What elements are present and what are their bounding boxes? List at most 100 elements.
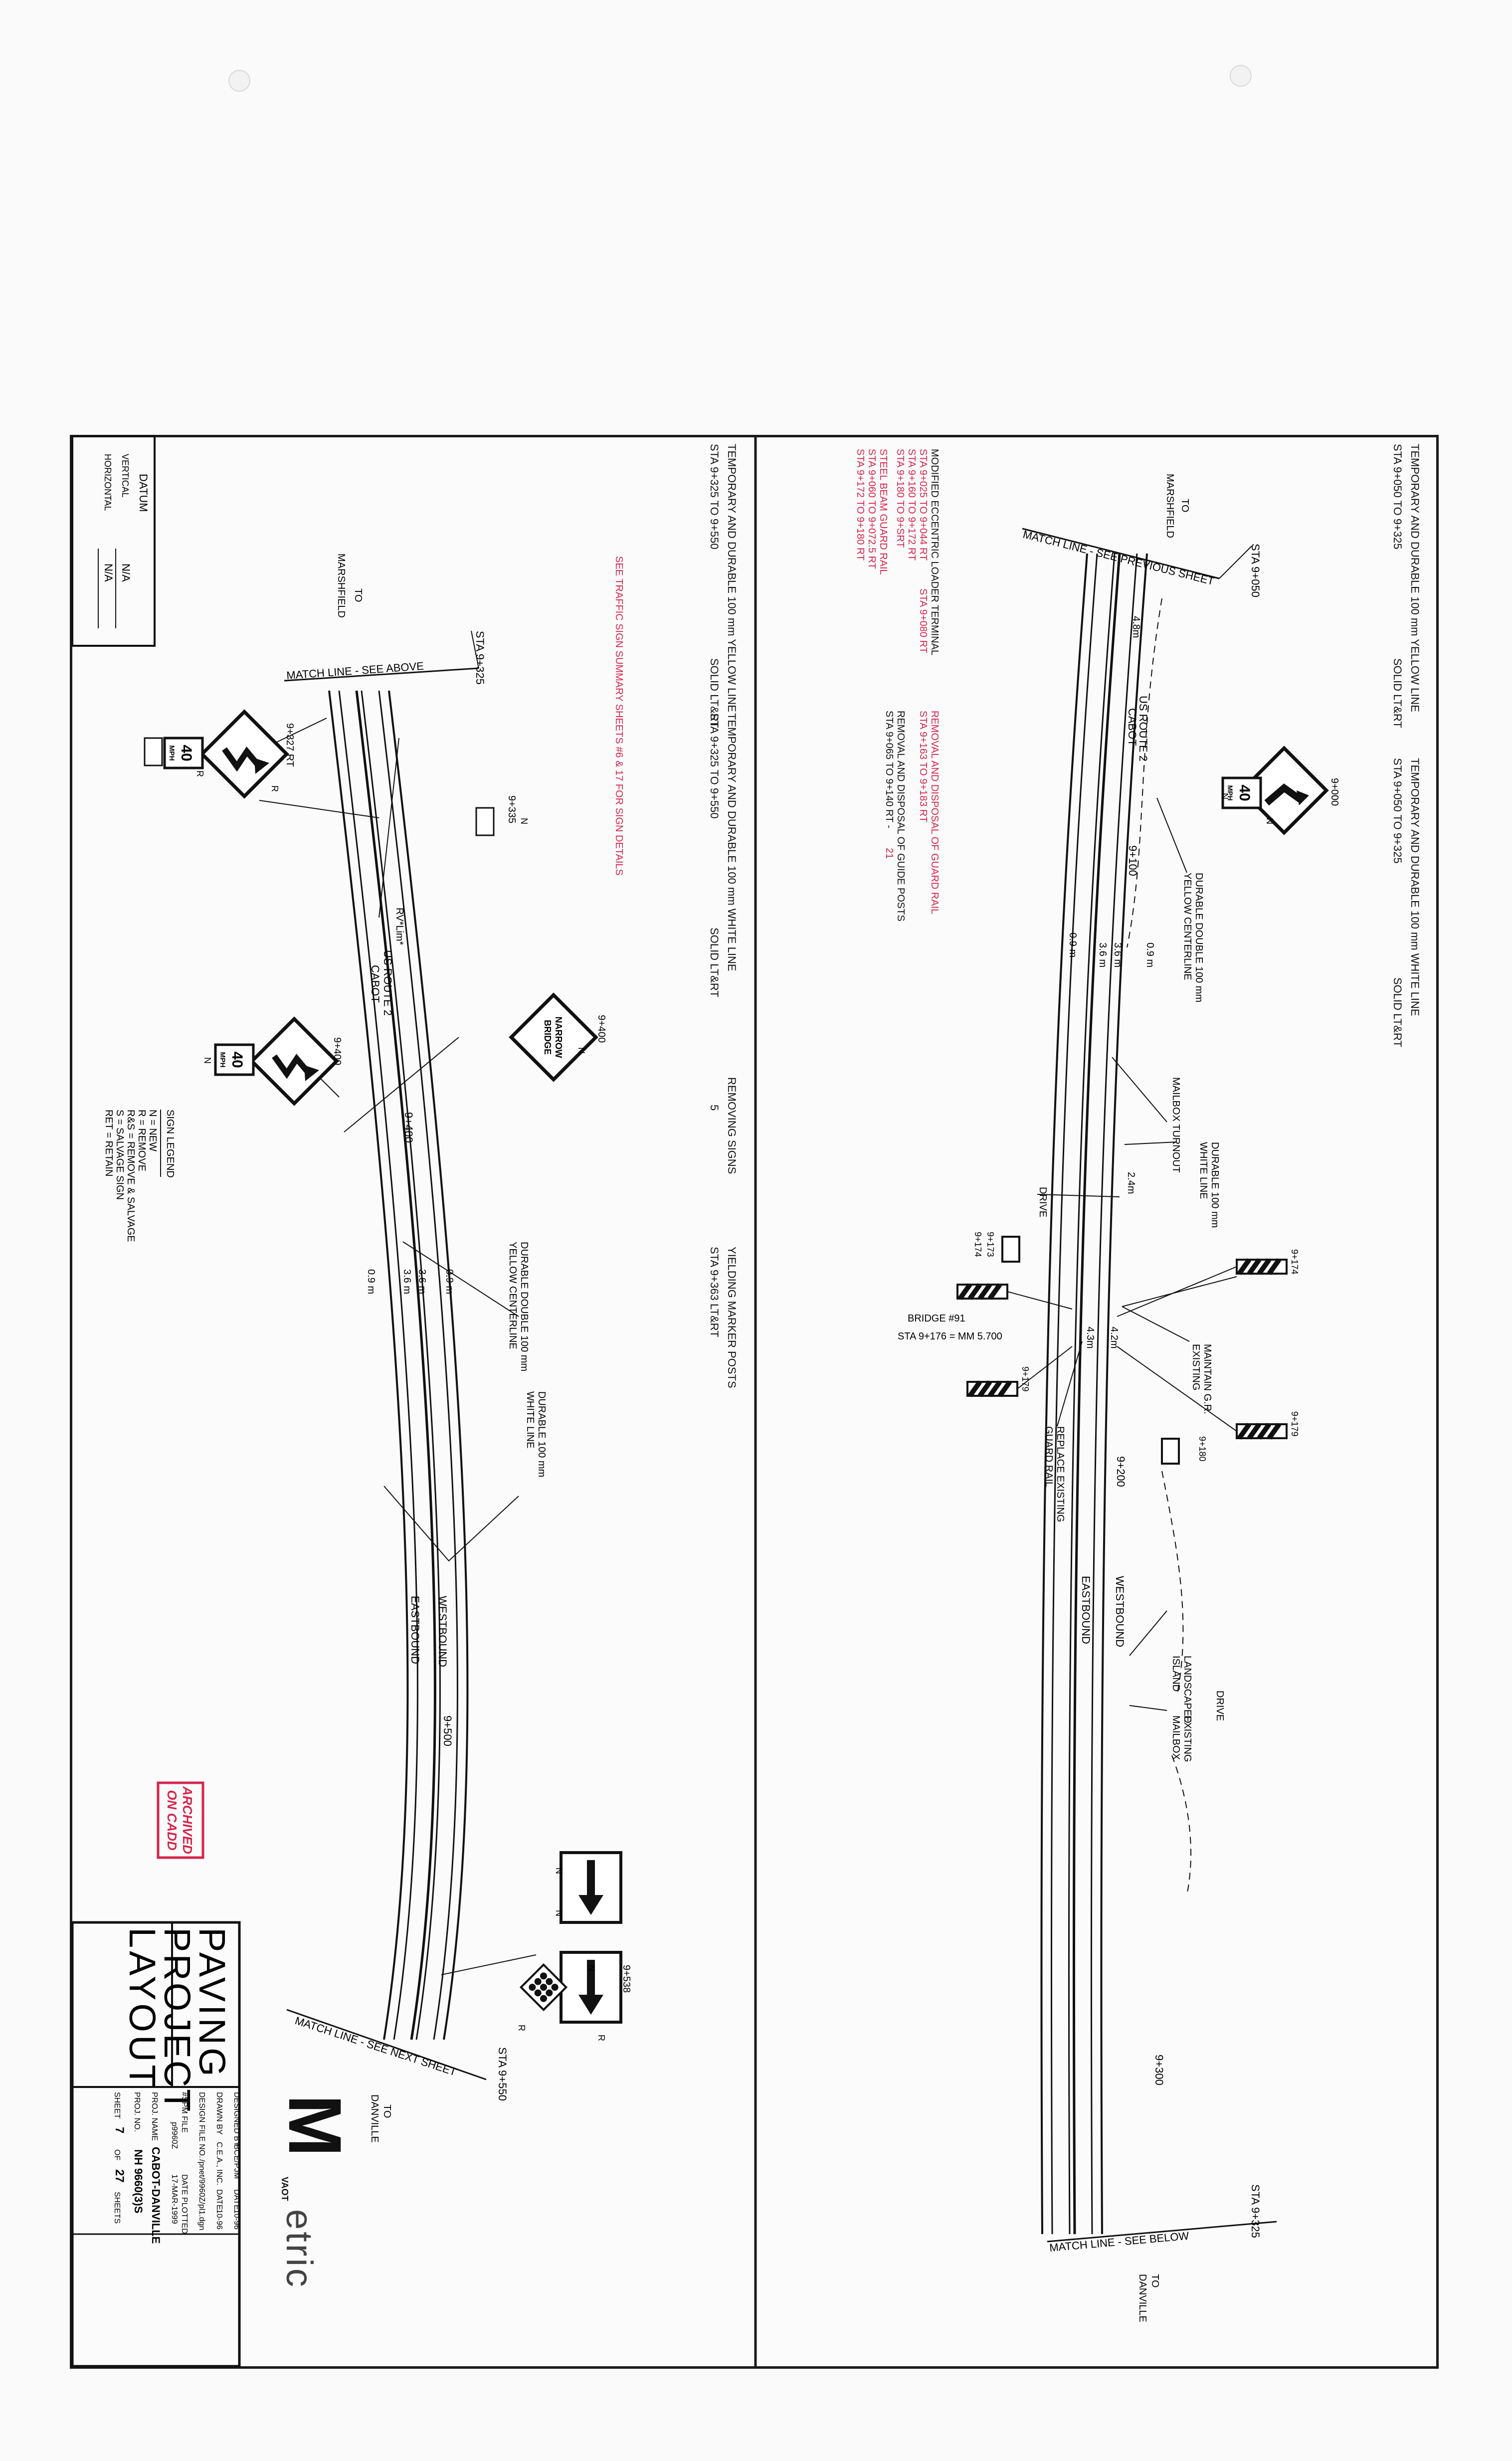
title-fields: DESIGNED BY BCE/PJM DATE 10-96 DRAWN BY … <box>113 2092 241 2244</box>
title-paving: PAVING <box>191 1927 233 2080</box>
archived-line-2: ON CADD <box>165 1790 180 1851</box>
lower-speed-unit-2: MPH <box>219 1052 227 1067</box>
removal-line: STA 9+163 TO 9+183 RT <box>918 711 929 822</box>
lower-rvt-panel <box>144 737 163 766</box>
upper-town-end: DANVILLE <box>1137 2274 1148 2322</box>
proj-name-label: PROJ. NAME <box>150 2092 159 2141</box>
upper-yellow-solid: SOLID LT&RT <box>1391 658 1404 728</box>
lower-rvt-panel-2 <box>475 807 495 836</box>
lower-town-start: MARSHFIELD <box>336 554 347 618</box>
sign-legend-item-3: R&S = REMOVE & SALVAGE <box>125 1110 136 1242</box>
datum-vertical-label: VERTICAL <box>120 454 130 498</box>
sheet-label: SHEET <box>113 2092 121 2119</box>
lower-sign-summary-note: SEE TRAFFIC SIGN SUMMARY SHEETS #6 & 17 … <box>613 556 624 876</box>
upper-landscaped: LANDSCAPED <box>1182 1656 1193 1723</box>
upper-sta-end: STA 9+325 <box>1249 2184 1262 2238</box>
lower-yellow-centerline: YELLOW CENTERLINE <box>507 1242 518 1349</box>
upper-match-line-end <box>1047 2221 1277 2243</box>
upper-sign-station: 9+000 <box>1329 778 1340 806</box>
post-removal-count: 21 <box>884 848 895 859</box>
marker-sign-9180 <box>1161 1438 1180 1465</box>
datum-title: DATUM <box>137 474 150 512</box>
design-file-label: DESIGN FILE NO. <box>197 2092 206 2158</box>
lower-sign-station-5: 9+538 <box>621 1965 632 1993</box>
punch-hole-right <box>1230 65 1252 87</box>
punch-hole-left <box>228 70 250 92</box>
archived-line-1: ARCHIVED <box>180 1786 195 1854</box>
upper-match-line-start <box>1022 528 1220 579</box>
lower-sign-n-2: N <box>576 1047 586 1054</box>
upper-segment: TEMPORARY AND DURABLE 100 mm YELLOW LINE… <box>855 444 1421 2322</box>
lower-dim-2: 3.6 m <box>401 1269 412 1294</box>
lower-sign-n-4: N <box>554 1868 564 1874</box>
lower-sign-letters: N N N N N N R R R R <box>195 770 606 2041</box>
title-block: PAVING PROJECT LAYOUT DESIGNED BY BCE/PJ… <box>71 1921 357 2368</box>
plot-date-value: 17-MAR-1999 <box>170 2174 179 2224</box>
upper-line-notes: TEMPORARY AND DURABLE 100 mm YELLOW LINE… <box>1391 444 1421 1047</box>
upper-white-line-note: TEMPORARY AND DURABLE 100 mm WHITE LINE <box>1409 758 1421 1016</box>
title-project: PROJECT <box>157 1927 198 2113</box>
lower-westbound: WESTBOUND <box>436 1596 449 1667</box>
upper-marker-label-2: 9+173 <box>985 1232 995 1257</box>
sign-legend-item-1: N = NEW <box>147 1110 158 1151</box>
upper-speed-value: 40 <box>1236 784 1253 801</box>
upper-drive-2: DRIVE <box>1214 1691 1225 1721</box>
upper-marker-label-5: 9+179 <box>1290 1411 1300 1437</box>
upper-station-2: 9+200 <box>1115 1456 1127 1487</box>
lower-dim-1: 3.6 m <box>416 1269 427 1294</box>
upper-existing-mailbox: EXISTING <box>1182 1715 1193 1762</box>
upper-island: ISLAND <box>1170 1656 1181 1692</box>
lower-line-notes: TEMPORARY AND DURABLE 100 mm YELLOW LINE… <box>708 444 738 1388</box>
lower-durable-double: DURABLE DOUBLE 100 mm <box>519 1242 530 1371</box>
marker-9173 <box>956 1283 1008 1300</box>
lower-callout-text: DURABLE DOUBLE 100 mm YELLOW CENTERLINE … <box>394 908 547 1477</box>
lower-sign-n-5: N <box>554 1910 564 1916</box>
proj-no-label: PROJ. NO. <box>133 2092 141 2132</box>
lower-yellow-solid: SOLID LT&RT <box>708 658 721 728</box>
lower-curve-warning-sign-2 <box>252 1019 337 1104</box>
drawn-date-value: 10-96 <box>215 2209 223 2230</box>
upper-dim-7: 4.2m <box>1109 1326 1120 1348</box>
sign-legend-item-2: R = REMOVE <box>136 1110 147 1171</box>
logo-m: M <box>273 2094 357 2157</box>
lower-sign-n-3: N <box>202 1057 212 1064</box>
lower-sta-start-leader <box>471 630 479 669</box>
lower-speed-plate-1: 40 MPH <box>163 737 204 769</box>
loader-line-3: STA 9+160 TO 9+172 RT <box>906 449 917 561</box>
sheets-label: SHEETS <box>113 2192 121 2224</box>
designed-date-label: DATE <box>232 2189 241 2210</box>
upper-to-end: TO <box>1149 2274 1160 2287</box>
post-removal-line: STA 9+065 TO 9+140 RT - <box>884 711 895 828</box>
lower-sta-end: STA 9+550 <box>496 2047 509 2101</box>
vaot-metric-logo: M VAOT etric <box>273 2094 357 2289</box>
lower-speed-value-1: 40 <box>178 745 194 761</box>
lower-narrow-label: NARROW <box>554 1017 564 1058</box>
upper-station-1: 9+100 <box>1127 845 1139 876</box>
lower-speed-value-2: 40 <box>229 1051 245 1068</box>
upper-yellow-line-note: TEMPORARY AND DURABLE 100 mm YELLOW LINE <box>1409 444 1421 712</box>
lower-speed-unit-1: MPH <box>168 745 176 760</box>
datum-box: DATUM VERTICAL N/A HORIZONTAL N/A <box>71 435 156 647</box>
lower-speed-plate-2: 40 MPH <box>214 1043 255 1076</box>
post-removal-title: REMOVAL AND DISPOSAL OF GUIDE POSTS <box>895 711 906 922</box>
designed-by-value: BCE/PJM <box>232 2144 241 2179</box>
upper-white-solid: SOLID LT&RT <box>1391 977 1404 1047</box>
loader-line-2: STA 9+080 RT <box>918 588 929 653</box>
upper-yellow-centerline: YELLOW CENTERLINE <box>1182 873 1193 980</box>
lower-dim-3: 0.9 m <box>444 1269 455 1294</box>
upper-marker-labels: 9+174 9+173 9+174 9+179 9+179 9+180 <box>973 1232 1300 1462</box>
plot-file-value: p9960Z <box>170 2122 179 2149</box>
upper-callouts <box>1037 797 1190 1711</box>
loader-title: MODIFIED ECCENTRIC LOADER TERMINAL <box>929 449 940 655</box>
upper-sign-n-2: N <box>1265 818 1275 824</box>
upper-town-label: CABOT <box>1126 708 1138 746</box>
designed-date-value: 10-96 <box>232 2209 241 2230</box>
lower-to-start: TO <box>353 588 364 602</box>
lower-durable-white: DURABLE 100 mm <box>536 1391 547 1477</box>
lower-yellow-sta: STA 9+325 TO 9+550 <box>708 444 721 550</box>
lower-match-line-end <box>286 2009 487 2081</box>
upper-guardrail-notes: MODIFIED ECCENTRIC LOADER TERMINAL STA 9… <box>855 449 940 922</box>
upper-replace-gr: REPLACE EXISTING <box>1055 1426 1066 1522</box>
lower-rvt-label: RV*Lim* <box>394 908 405 945</box>
upper-marker-label-6: 9+180 <box>1197 1436 1207 1462</box>
